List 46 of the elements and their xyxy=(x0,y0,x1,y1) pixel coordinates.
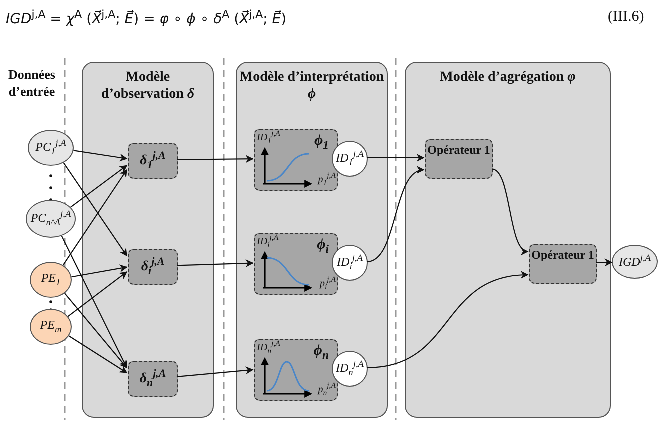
arrow xyxy=(366,168,425,263)
observation-box xyxy=(128,143,178,179)
arrow xyxy=(68,336,128,374)
arrow xyxy=(176,366,254,378)
arrow xyxy=(61,236,128,369)
arrow xyxy=(176,260,254,268)
arrow xyxy=(68,272,128,318)
data-circle xyxy=(28,130,74,166)
function-box xyxy=(254,233,338,295)
data-circle xyxy=(26,200,76,238)
operator-box xyxy=(529,244,597,284)
arrow xyxy=(64,293,128,369)
arrow xyxy=(72,264,128,278)
observation-box xyxy=(128,361,178,397)
arrow xyxy=(492,168,529,254)
node-label: Opérateur 1 xyxy=(428,142,490,158)
function-box xyxy=(254,129,338,191)
model-panel xyxy=(82,62,214,418)
arrow xyxy=(367,154,425,162)
arrow xyxy=(366,272,529,369)
function-name: ϕ$_{1}$ xyxy=(314,133,329,153)
panel-title: Modèle d’agrégation φ xyxy=(439,69,577,86)
equation: IGD$^{j,A}$ = χ$^{A}$ (X⃗$^{j,A}$; E⃗) = φ ∘ ϕ ∘ δ$^{A}$ (X⃗$^{j,A}$; E⃗) xyxy=(6,7,287,29)
data-circle xyxy=(30,309,72,345)
node-label: PE$_{1}$ xyxy=(41,271,61,289)
equation-number: (III.6) xyxy=(608,9,644,26)
function-box xyxy=(254,339,338,401)
node-label: PE$_{m}$ xyxy=(40,318,62,336)
node-label: IGD$^{j,A}$ xyxy=(619,254,651,270)
arrow xyxy=(177,155,254,164)
data-circle xyxy=(30,262,72,298)
panel-title: Modèle d’interprétation ϕ xyxy=(238,69,386,103)
function-name: ϕ$_{n}$ xyxy=(314,343,329,363)
observation-box xyxy=(128,249,178,285)
arrow xyxy=(62,169,128,266)
function-name: ϕ$_{i}$ xyxy=(317,237,329,257)
arrow xyxy=(74,150,128,162)
operator-box xyxy=(425,139,493,179)
arrow xyxy=(70,165,128,208)
output-ellipse xyxy=(612,245,658,279)
model-panel xyxy=(405,62,611,418)
model-panel xyxy=(236,62,388,418)
panel-title: Modèle d’observation δ xyxy=(100,69,196,103)
column-heading: Données d’entrée xyxy=(8,66,56,100)
arrow xyxy=(63,162,128,257)
node-label: Opérateur 1 xyxy=(532,247,594,263)
